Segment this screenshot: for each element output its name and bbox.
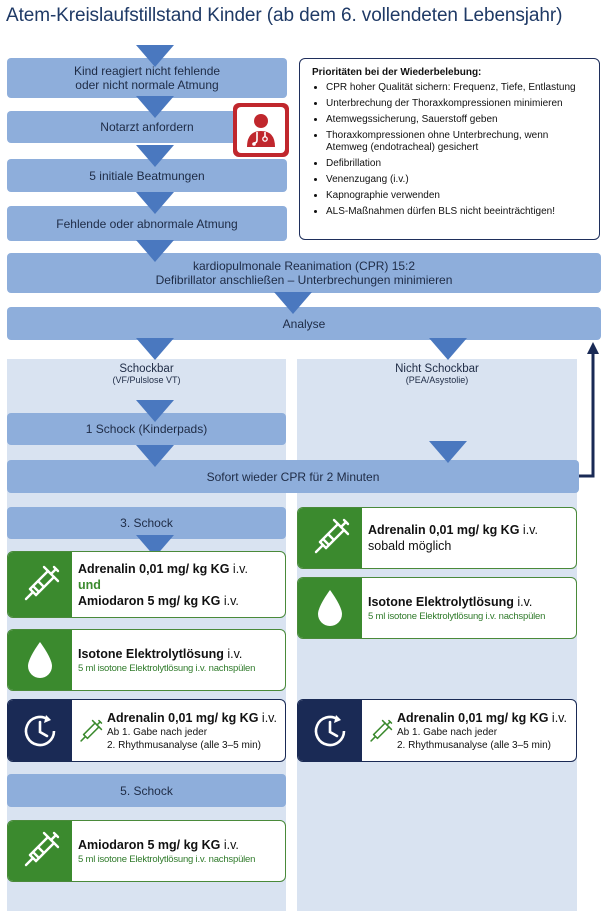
return-loop-arrow <box>579 342 599 478</box>
step-no-response: Kind reagiert nicht fehlende oder nicht … <box>7 58 287 98</box>
priority-item: Kapnographie verwenden <box>326 190 589 202</box>
droplet-icon <box>298 578 362 638</box>
step-fifth-shock: 5. Schock <box>7 774 286 807</box>
shockable-heading: Schockbar (VF/Pulslose VT) <box>112 363 181 385</box>
arrow-down <box>136 338 174 360</box>
priority-item: ALS-Maßnahmen dürfen BLS nicht beeinträc… <box>326 206 589 218</box>
priority-item: Thoraxkompressionen ohne Unterbrechung, … <box>326 130 589 154</box>
arrow-down <box>136 192 174 214</box>
non-shockable-heading: Nicht Schockbar (PEA/Asystolie) <box>395 363 479 385</box>
arrow-down <box>136 445 174 467</box>
priority-item: CPR hoher Qualität sichern: Frequenz, Ti… <box>326 82 589 94</box>
arrow-down <box>429 441 467 463</box>
clock-icon <box>298 700 362 761</box>
step-third-shock: 3. Schock <box>7 507 286 539</box>
doctor-icon <box>233 103 289 157</box>
drug-card-adrenalin-repeat: Adrenalin 0,01 mg/ kg KG i.v. Ab 1. Gabe… <box>297 699 577 762</box>
arrow-down <box>429 338 467 360</box>
syringe-icon <box>8 552 72 617</box>
step-cpr: kardiopulmonale Reanimation (CPR) 15:2 D… <box>7 253 601 293</box>
priorities-heading: Prioritäten bei der Wiederbelebung: <box>312 67 482 78</box>
drug-card-adrenalin-asap: Adrenalin 0,01 mg/ kg KG i.v. sobald mög… <box>297 507 577 569</box>
priority-item: Defibrillation <box>326 158 589 170</box>
drug-card-adrenalin-amiodaron: Adrenalin 0,01 mg/ kg KG i.v. und Amioda… <box>7 551 286 618</box>
priorities-box: Prioritäten bei der Wiederbelebung: CPR … <box>299 58 600 240</box>
syringe-icon <box>76 718 104 746</box>
priorities-list: CPR hoher Qualität sichern: Frequenz, Ti… <box>312 82 589 218</box>
arrow-down <box>136 400 174 422</box>
page-title: Atem-Kreislaufstillstand Kinder (ab dem … <box>6 5 563 26</box>
drug-card-electrolyte: Isotone Elektrolytlösung i.v. 5 ml isoto… <box>7 629 286 691</box>
arrow-down <box>136 96 174 118</box>
clock-icon <box>8 700 72 761</box>
syringe-icon <box>298 508 362 568</box>
priority-item: Unterbrechung der Thoraxkompressionen mi… <box>326 98 589 110</box>
droplet-icon <box>8 630 72 690</box>
and-connector: und <box>78 577 101 592</box>
arrow-down <box>136 45 174 67</box>
drug-card-electrolyte: Isotone Elektrolytlösung i.v. 5 ml isoto… <box>297 577 577 639</box>
arrow-down <box>274 292 312 314</box>
arrow-down <box>136 145 174 167</box>
priority-item: Atemwegssicherung, Sauerstoff geben <box>326 114 589 126</box>
drug-card-amiodaron: Amiodaron 5 mg/ kg KG i.v. 5 ml isotone … <box>7 820 286 882</box>
syringe-icon <box>366 718 394 746</box>
drug-card-adrenalin-repeat: Adrenalin 0,01 mg/ kg KG i.v. Ab 1. Gabe… <box>7 699 286 762</box>
step-cpr-2-min: Sofort wieder CPR für 2 Minuten <box>7 460 579 493</box>
step-first-shock: 1 Schock (Kinderpads) <box>7 413 286 445</box>
arrow-down <box>136 240 174 262</box>
priority-item: Venenzugang (i.v.) <box>326 174 589 186</box>
syringe-icon <box>8 821 72 881</box>
